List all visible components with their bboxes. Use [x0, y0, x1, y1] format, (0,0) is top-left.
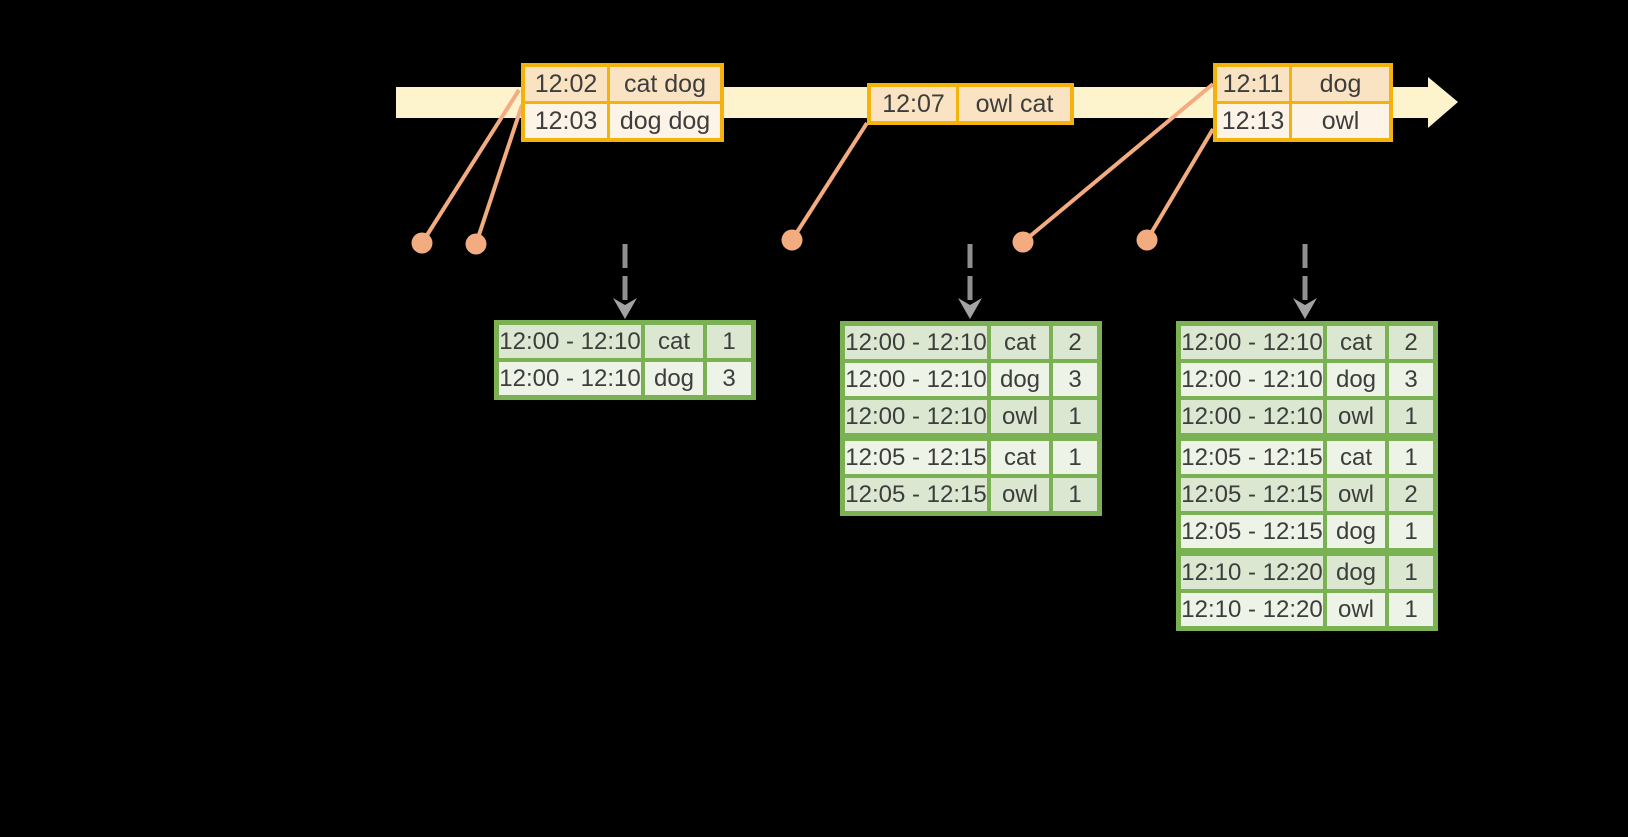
word-cell: owl: [1327, 593, 1385, 626]
event-dots: [411, 229, 1158, 255]
count-cell: 3: [707, 362, 751, 395]
word-cell: cat: [991, 441, 1049, 474]
event-connectors: [420, 82, 1215, 245]
window-cell: 12:10 - 12:20: [1181, 593, 1323, 626]
event-time-cell: 12:07: [871, 87, 956, 121]
count-cell: 3: [1053, 363, 1097, 396]
event-dot-icon: [411, 232, 433, 254]
count-cell: 3: [1389, 363, 1433, 396]
event-connector-line: [474, 104, 524, 245]
timeline-arrowhead-icon: [1428, 77, 1458, 128]
window-cell: 12:00 - 12:10: [845, 363, 987, 396]
window-cell: 12:05 - 12:15: [1181, 478, 1323, 511]
window-cell: 12:00 - 12:10: [1181, 363, 1323, 396]
word-cell: owl: [1327, 400, 1385, 433]
count-cell: 2: [1389, 326, 1433, 359]
event-words-cell: dog dog: [610, 104, 720, 138]
trigger-arrows: [613, 244, 1317, 319]
count-cell: 1: [1389, 441, 1433, 474]
event-connector-line: [1145, 127, 1215, 242]
window-cell: 12:00 - 12:10: [499, 362, 641, 395]
word-cell: dog: [991, 363, 1049, 396]
event-words-cell: dog: [1292, 67, 1389, 101]
window-cell: 12:05 - 12:15: [845, 441, 987, 474]
count-cell: 1: [1389, 593, 1433, 626]
count-cell: 2: [1053, 326, 1097, 359]
word-cell: owl: [1327, 478, 1385, 511]
event-time-cell: 12:13: [1217, 104, 1289, 138]
count-cell: 1: [1389, 400, 1433, 433]
count-cell: 1: [1389, 515, 1433, 548]
word-cell: cat: [1327, 326, 1385, 359]
window-cell: 12:10 - 12:20: [1181, 556, 1323, 589]
event-time-cell: 12:02: [525, 67, 607, 101]
word-cell: owl: [991, 478, 1049, 511]
window-cell: 12:05 - 12:15: [1181, 441, 1323, 474]
count-cell: 1: [1053, 441, 1097, 474]
count-cell: 1: [1053, 478, 1097, 511]
event-dot-icon: [781, 229, 803, 251]
count-cell: 1: [707, 325, 751, 358]
word-cell: owl: [991, 400, 1049, 433]
event-words-cell: cat dog: [610, 67, 720, 101]
trigger-arrow-icon: [958, 244, 982, 319]
word-cell: dog: [645, 362, 703, 395]
window-cell: 12:05 - 12:15: [1181, 515, 1323, 548]
word-cell: dog: [1327, 363, 1385, 396]
event-dot-icon: [465, 233, 487, 255]
count-cell: 1: [1389, 556, 1433, 589]
word-cell: dog: [1327, 556, 1385, 589]
count-cell: 2: [1389, 478, 1433, 511]
word-cell: dog: [1327, 515, 1385, 548]
event-time-cell: 12:11: [1217, 67, 1289, 101]
event-dot-icon: [1012, 231, 1034, 253]
count-cell: 1: [1053, 400, 1097, 433]
trigger-arrow-icon: [1293, 244, 1317, 319]
window-cell: 12:05 - 12:15: [845, 478, 987, 511]
event-words-cell: owl cat: [959, 87, 1070, 121]
window-cell: 12:00 - 12:10: [1181, 326, 1323, 359]
event-connector-line: [790, 121, 869, 242]
word-cell: cat: [991, 326, 1049, 359]
word-cell: cat: [645, 325, 703, 358]
word-cell: cat: [1327, 441, 1385, 474]
event-words-cell: owl: [1292, 104, 1389, 138]
event-connector-line: [1021, 82, 1215, 244]
window-cell: 12:00 - 12:10: [845, 400, 987, 433]
window-cell: 12:00 - 12:10: [499, 325, 641, 358]
event-connector-line: [420, 88, 521, 245]
event-time-cell: 12:03: [525, 104, 607, 138]
window-cell: 12:00 - 12:10: [845, 326, 987, 359]
event-dot-icon: [1136, 229, 1158, 251]
trigger-arrow-icon: [613, 244, 637, 319]
window-cell: 12:00 - 12:10: [1181, 400, 1323, 433]
